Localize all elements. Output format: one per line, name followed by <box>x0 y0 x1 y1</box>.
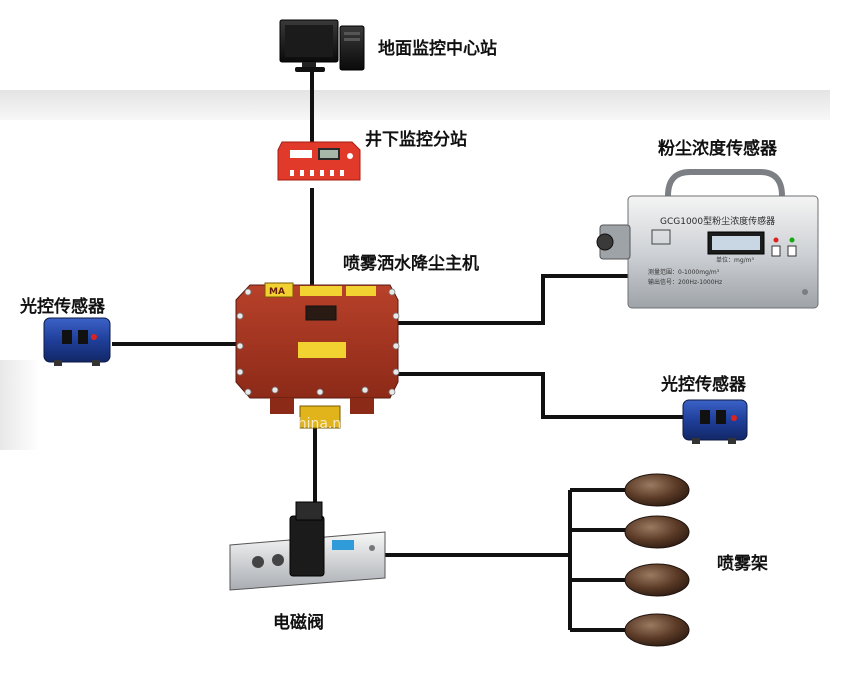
label-light-sensor-right: 光控传感器 <box>661 375 746 395</box>
wire-main-to-right-sensor <box>395 372 685 419</box>
light-sensor-right-device <box>682 399 748 444</box>
wire-main-to-dust-sensor <box>395 274 635 325</box>
dust-sensor-output-text: 输出信号：200Hz-1000Hz <box>648 278 722 286</box>
watermark: china.n <box>290 416 342 432</box>
computer-icon <box>279 19 365 72</box>
dust-sensor-range-text: 测量范围：0-1000mg/m³ <box>648 268 720 276</box>
label-light-sensor-left: 光控传感器 <box>20 297 105 317</box>
dust-sensor-device <box>596 169 819 309</box>
solenoid-valve-device <box>229 501 386 591</box>
spray-nozzle-3 <box>624 563 690 597</box>
label-solenoid-valve: 电磁阀 <box>273 613 324 633</box>
label-surface-station: 地面监控中心站 <box>378 39 497 59</box>
background-shade <box>0 360 40 450</box>
label-dust-sensor: 粉尘浓度传感器 <box>658 139 777 159</box>
main-unit-device <box>235 282 400 429</box>
background-band <box>0 90 830 120</box>
wires <box>112 70 685 632</box>
spray-nozzle-2 <box>624 515 690 549</box>
label-main-unit: 喷雾洒水降尘主机 <box>343 254 479 274</box>
dust-sensor-unit-text: 单位：mg/m³ <box>716 256 755 264</box>
dust-sensor-model-text: GCG1000型粉尘浓度传感器 <box>660 215 775 227</box>
spray-nozzle-1 <box>624 473 690 507</box>
label-spray-rack: 喷雾架 <box>717 554 768 574</box>
label-underground-substation: 井下监控分站 <box>365 130 467 150</box>
substation-device <box>277 141 361 181</box>
spray-nozzle-4 <box>624 613 690 647</box>
light-sensor-left-device <box>43 317 111 366</box>
spray-nozzles <box>624 473 690 647</box>
main-unit-ma-mark: MA <box>269 287 285 297</box>
